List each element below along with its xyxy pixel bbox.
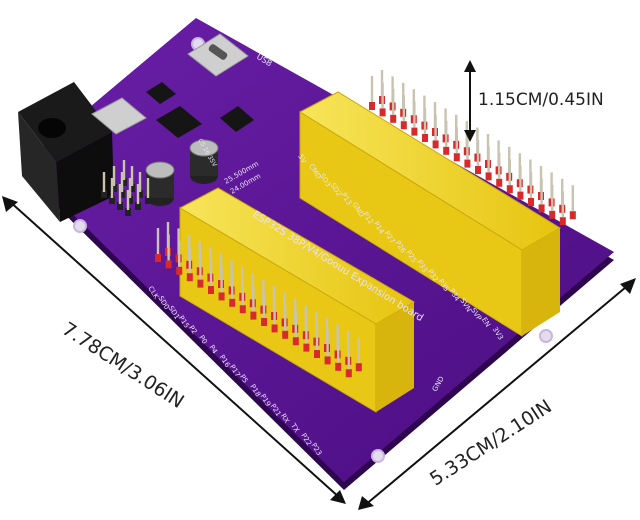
smd-component [220,106,254,132]
female-header-right [298,91,561,337]
mounting-hole [539,329,553,343]
header-pin [355,337,362,372]
header-pin [101,172,107,198]
header-pin [443,120,450,155]
header-pin [229,272,236,307]
header-pin [569,185,576,220]
header-pin [464,133,471,168]
header-pin [208,260,214,294]
header-pin [176,240,183,275]
pin-label: EN [480,316,492,328]
header-pin [250,285,257,320]
pin-label: 5V [296,153,308,165]
pin-label: P5 [238,373,249,385]
usb-c-connector [187,33,249,77]
header-pin [292,311,299,346]
header-pin [496,152,503,187]
micro-usb-connector [91,97,147,135]
header-pin [239,279,246,314]
header-pin [369,76,375,110]
height-dimension-arrow [464,60,476,142]
header-pin [400,95,407,130]
header-pin [314,324,320,358]
pin-label: P0 [197,334,208,346]
header-pin [125,190,131,216]
male-pin-row-left [155,222,362,378]
height-dimension-label: 1.15CM/0.45IN [478,90,604,110]
pin-label: P2 [187,324,198,336]
header-pin [109,178,115,204]
mounting-hole [73,219,87,233]
header-pin [559,191,566,226]
header-pin [345,343,352,378]
header-pin [549,184,556,219]
male-pin-row-right [369,70,576,226]
header-pin [390,88,397,123]
header-pin [324,330,331,365]
header-pin [335,336,342,371]
header-pin [127,178,133,204]
header-pin [453,127,460,162]
header-pin [129,166,135,192]
electrolytic-capacitor [189,139,219,184]
header-pin [155,228,161,262]
header-pin [506,159,513,194]
header-pin [411,101,418,136]
header-pin [517,165,524,200]
header-pin [432,114,439,149]
header-pin [165,234,172,269]
dc-barrel-jack [18,82,114,222]
header-pin [117,184,123,210]
header-pin [422,108,428,142]
mounting-hole [371,449,385,463]
header-pin [186,247,193,282]
width-dimension-arrow [358,278,636,510]
electrolytic-capacitor [145,161,175,206]
header-pin [485,146,492,181]
header-pin [137,172,143,198]
length-dimension-arrow [2,196,346,504]
header-pin [282,304,289,339]
regulator-chip [156,106,202,138]
header-pin [261,292,267,326]
header-pin [528,172,534,206]
header-pin [475,140,481,174]
header-pin [197,253,204,288]
left-pin-block [101,160,151,216]
header-pin [303,317,310,352]
header-pin [119,172,125,198]
smd-component [146,82,176,104]
header-pin [111,166,117,192]
header-pin [271,298,278,333]
header-pin [145,178,151,204]
header-pin [379,82,386,117]
header-pin [218,266,225,301]
header-pin [135,184,141,210]
header-pin [121,160,127,186]
pin-label: P4 [208,344,220,356]
header-pin [538,178,545,213]
